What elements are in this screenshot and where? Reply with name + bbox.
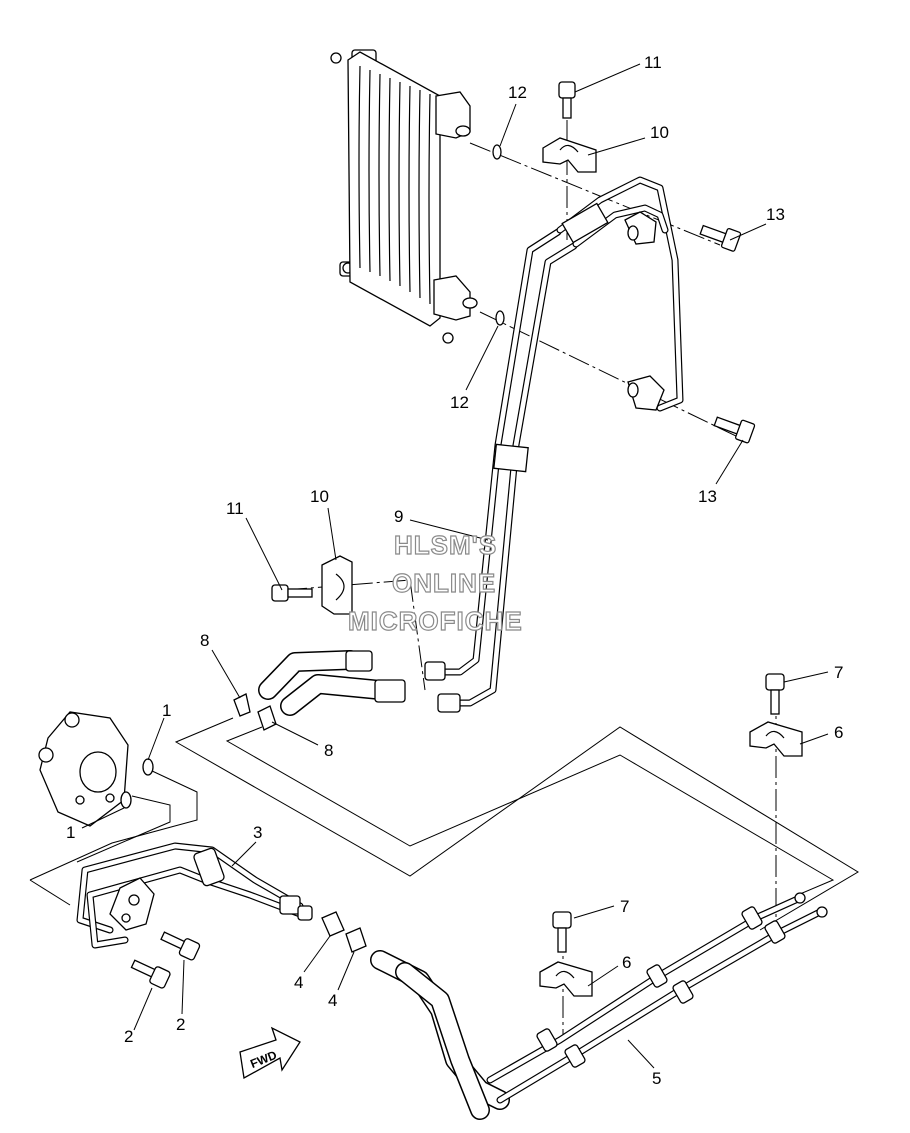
callout-7: 7	[620, 897, 629, 916]
callout-8: 8	[324, 741, 333, 760]
callout-6: 6	[834, 723, 843, 742]
oil-filter-housing	[38, 711, 129, 827]
callout-2: 2	[176, 1015, 185, 1034]
watermark-line-3: MICROFICHE	[348, 606, 523, 636]
callout-2: 2	[124, 1027, 133, 1046]
oil-cooler-icon	[330, 49, 478, 344]
callout-11: 11	[226, 499, 244, 518]
oil-cooler-pipe-upper	[428, 176, 684, 707]
callout-12: 12	[508, 83, 527, 102]
watermark-line-2: ONLINE	[392, 568, 496, 598]
callout-10: 10	[310, 487, 329, 506]
bolt-icon	[558, 81, 576, 119]
oil-hose-upper	[258, 650, 461, 716]
bolt-icon	[713, 416, 756, 444]
bolt-icon	[552, 911, 572, 953]
assembly-frame-lines	[29, 717, 859, 931]
clamp-icon	[321, 911, 367, 953]
clamp-icon	[233, 693, 277, 731]
bolt-icon	[160, 931, 201, 961]
o-ring-icon	[495, 310, 505, 326]
o-ring-icon	[492, 144, 502, 160]
callout-13: 13	[766, 205, 785, 224]
callout-9: 9	[394, 507, 403, 526]
leader-lines	[81, 63, 829, 1069]
callout-3: 3	[253, 823, 262, 842]
callout-1: 1	[66, 823, 75, 842]
callout-13: 13	[698, 487, 717, 506]
bolt-icon	[765, 673, 785, 715]
callout-12: 12	[450, 393, 469, 412]
bolt-icon	[271, 584, 313, 602]
banjo-fittings	[624, 211, 665, 411]
callout-11: 11	[644, 53, 662, 72]
callout-5: 5	[652, 1069, 661, 1088]
callout-6: 6	[622, 953, 631, 972]
callout-4: 4	[328, 991, 337, 1010]
clamp-icon	[749, 721, 803, 757]
clamp-icon	[539, 961, 593, 997]
callout-labels: 1 1 2 2 3 4 4 5 6 6 7 7 8 8 9 10 10 11 1…	[66, 53, 843, 1088]
oil-hose-lower	[370, 892, 828, 1120]
bolt-icon	[130, 959, 171, 989]
callout-10: 10	[650, 123, 669, 142]
watermark-line-1: HLSM'S	[394, 530, 497, 560]
callout-7: 7	[834, 663, 843, 682]
callout-8: 8	[200, 631, 209, 650]
watermark: HLSM'S ONLINE MICROFICHE	[347, 529, 523, 636]
callout-1: 1	[162, 701, 171, 720]
o-ring-icon	[142, 758, 154, 776]
clamp-icon	[542, 137, 597, 173]
fwd-arrow-icon: FWD	[239, 1026, 301, 1080]
bolt-icon	[699, 224, 742, 252]
callout-4: 4	[294, 973, 303, 992]
oil-pipe-lower-left	[76, 842, 313, 949]
o-ring-icon	[120, 791, 132, 809]
clamp-icon	[321, 555, 353, 615]
